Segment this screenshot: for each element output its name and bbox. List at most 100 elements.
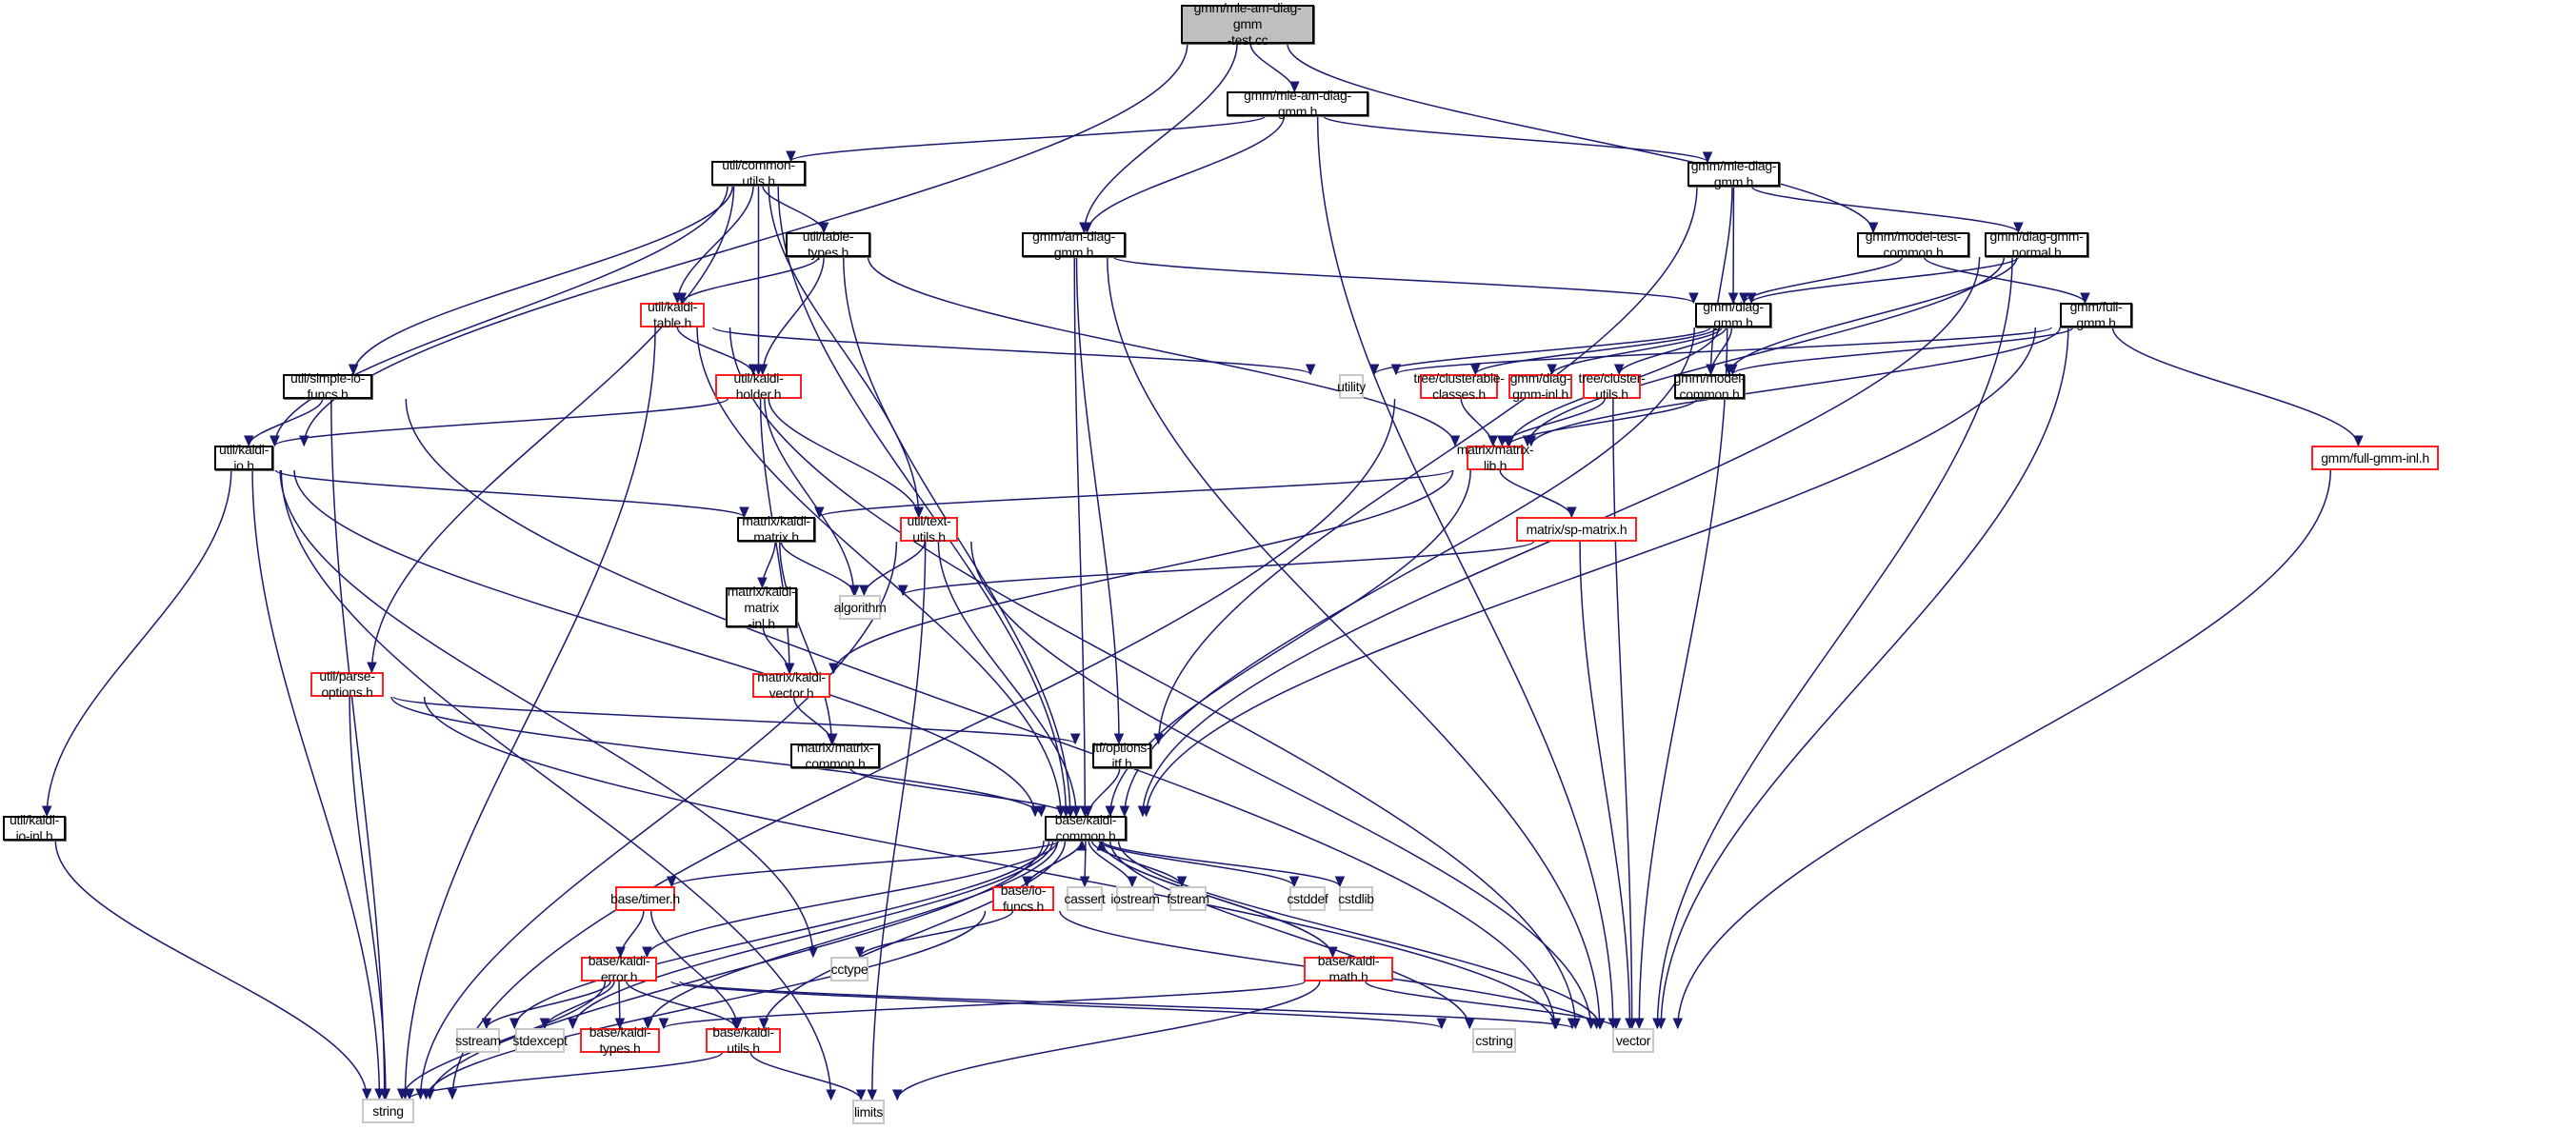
node-cstring: cstring — [1472, 1028, 1516, 1053]
edge-arrowhead — [1036, 805, 1047, 818]
node-timer[interactable]: base/timer.h — [610, 886, 680, 911]
edge-arrowhead — [1082, 222, 1092, 234]
edge-arrowhead — [1436, 1018, 1448, 1030]
node-label: matrix/matrix-lib.h — [1456, 442, 1534, 473]
node-label: gmm/diag-gmm.h — [1703, 299, 1764, 330]
edge-io-funcs-to-cctype — [859, 910, 1014, 958]
edge-arrowhead — [826, 1089, 836, 1101]
node-sp-matrix[interactable]: matrix/sp-matrix.h — [1516, 517, 1637, 542]
edge-io-funcs-to-string — [425, 910, 987, 1100]
node-table-types[interactable]: util/table-types.h — [786, 228, 870, 260]
edge-arrowhead — [891, 1089, 903, 1101]
node-model-common[interactable]: gmm/model-common.h — [1674, 370, 1746, 402]
edge-kaldi-error-to-vector — [679, 981, 1573, 1029]
node-kaldi-error[interactable]: base/kaldi-error.h — [581, 953, 657, 984]
node-label: gmm/model-test-common.h — [1865, 228, 1962, 260]
edge-arrowhead — [1390, 364, 1402, 376]
node-stdexcept: stdexcept — [512, 1028, 568, 1053]
node-full-gmm[interactable]: gmm/full-gmm.h — [2060, 299, 2132, 330]
node-label: gmm/mle-am-diag-gmm.h — [1244, 88, 1351, 119]
node-matrix-lib[interactable]: matrix/matrix-lib.h — [1457, 442, 1534, 473]
node-kaldi-utils[interactable]: base/kaldi-utils.h — [706, 1024, 781, 1056]
edge-arrowhead — [1567, 1018, 1578, 1030]
node-am-diag[interactable]: gmm/am-diag-gmm.h — [1022, 228, 1126, 260]
edge-kaldi-io-to-kaldi-matrix — [274, 469, 746, 518]
edge-arrowhead — [1625, 1018, 1635, 1030]
edge-text-utils-to-string — [419, 541, 898, 1100]
node-diag-normal[interactable]: gmm/diag-gmm-normal.h — [1985, 228, 2088, 260]
edge-kaldi-common-to-vector — [1117, 840, 1602, 1029]
node-kaldi-matrix[interactable]: matrix/kaldi-matrix.h — [737, 513, 815, 545]
edge-arrowhead — [1288, 876, 1300, 888]
edge-model-common-to-matrix-lib — [1507, 398, 1698, 446]
node-sstream: sstream — [455, 1028, 501, 1053]
edge-text-utils-to-kaldi-common — [937, 541, 1077, 817]
node-kaldi-matrix-inl[interactable]: matrix/kaldi-matrix -inl.h — [726, 584, 797, 631]
node-fstream: fstream — [1167, 886, 1209, 911]
edge-kaldi-io-to-cctype — [279, 469, 814, 958]
edge-am-diag-to-options-itf — [1075, 256, 1120, 744]
node-label: util/kaldi-io-inl.h — [10, 812, 59, 843]
edge-arrowhead — [1613, 364, 1625, 376]
edge-kaldi-common-to-cstdlib — [1101, 840, 1341, 887]
edge-arrowhead — [1119, 805, 1130, 818]
node-kaldi-types[interactable]: base/kaldi-types.h — [580, 1024, 660, 1056]
edge-table-types-to-matrix-lib — [867, 256, 1456, 446]
node-diag-gmm[interactable]: gmm/diag-gmm.h — [1695, 299, 1771, 330]
edge-arrowhead — [404, 1088, 415, 1100]
node-cassert: cassert — [1064, 886, 1106, 911]
edge-am-diag-to-vector — [1107, 256, 1601, 1029]
node-cctype: cctype — [830, 957, 869, 981]
node-model-test[interactable]: gmm/model-test-common.h — [1857, 228, 1969, 260]
node-mle-diag[interactable]: gmm/mle-diag-gmm.h — [1687, 158, 1780, 189]
edge-arrowhead — [509, 1018, 520, 1030]
node-text-utils[interactable]: util/text-utils.h — [900, 513, 958, 545]
node-parse-options[interactable]: util/parse-options.h — [310, 668, 384, 700]
node-kaldi-table[interactable]: util/kaldi-table.h — [640, 299, 705, 330]
node-root[interactable]: gmm/mle-am-diag-gmm -test.cc — [1181, 0, 1314, 48]
edge-table-types-to-kaldi-holder — [762, 256, 825, 375]
edge-text-utils-to-limits — [871, 541, 927, 1100]
node-mle-am[interactable]: gmm/mle-am-diag-gmm.h — [1227, 88, 1368, 119]
edge-arrowhead — [897, 585, 909, 597]
node-kaldi-io[interactable]: util/kaldi-io.h — [214, 442, 273, 473]
node-kaldi-common[interactable]: base/kaldi-common.h — [1045, 812, 1127, 843]
node-io-funcs[interactable]: base/io-funcs.h — [992, 882, 1054, 914]
node-label: utility — [1337, 378, 1366, 394]
node-kaldi-io-inl[interactable]: util/kaldi-io-inl.h — [3, 812, 66, 843]
edge-arrowhead — [374, 1088, 385, 1100]
edge-kaldi-common-to-string — [429, 840, 1045, 1100]
node-kaldi-holder[interactable]: util/kaldi-holder.h — [715, 370, 802, 402]
edge-arrowhead — [855, 1089, 867, 1101]
node-diag-inl[interactable]: gmm/diag-gmm-inl.h — [1508, 370, 1572, 402]
edge-arrowhead — [1289, 81, 1300, 93]
edge-am-diag-to-kaldi-common — [1073, 256, 1086, 817]
edge-arrowhead — [757, 577, 768, 589]
node-kaldi-vector[interactable]: matrix/kaldi-vector.h — [752, 669, 830, 701]
edge-common-utils-to-table-types — [762, 185, 825, 233]
edge-arrowhead — [1176, 876, 1188, 888]
edge-full-inl-to-vector — [1676, 469, 2332, 1029]
node-cluster-utils[interactable]: tree/cluster-utils.h — [1579, 370, 1646, 402]
edge-arrowhead — [348, 364, 359, 376]
edge-arrowhead — [1739, 292, 1749, 305]
edge-arrowhead — [867, 1089, 878, 1101]
edge-common-utils-to-text-utils — [768, 185, 920, 518]
edge-mle-am-to-am-diag — [1086, 115, 1286, 233]
node-label: tree/cluster-utils.h — [1578, 370, 1646, 402]
edge-arrowhead — [361, 1088, 372, 1100]
edge-arrowhead — [568, 1018, 578, 1030]
node-label: util/kaldi-io.h — [219, 442, 269, 473]
node-kaldi-math[interactable]: base/kaldi-math.h — [1304, 953, 1393, 984]
node-label: matrix/kaldi-matrix -inl.h — [727, 583, 796, 631]
node-options-itf[interactable]: itf/options-itf.h — [1092, 740, 1151, 771]
node-common-utils[interactable]: util/common-utils.h — [711, 157, 806, 188]
node-matrix-common[interactable]: matrix/matrix-common.h — [790, 740, 880, 771]
node-clusterable[interactable]: tree/clusterable-classes.h — [1413, 370, 1505, 402]
node-label: base/kaldi-types.h — [589, 1024, 651, 1056]
node-full-inl[interactable]: gmm/full-gmm-inl.h — [2311, 446, 2439, 470]
node-simple-io[interactable]: util/simple-io-funcs.h — [283, 370, 372, 402]
edge-kaldi-common-to-cstddef — [1098, 840, 1295, 887]
edge-arrowhead — [1503, 435, 1513, 447]
